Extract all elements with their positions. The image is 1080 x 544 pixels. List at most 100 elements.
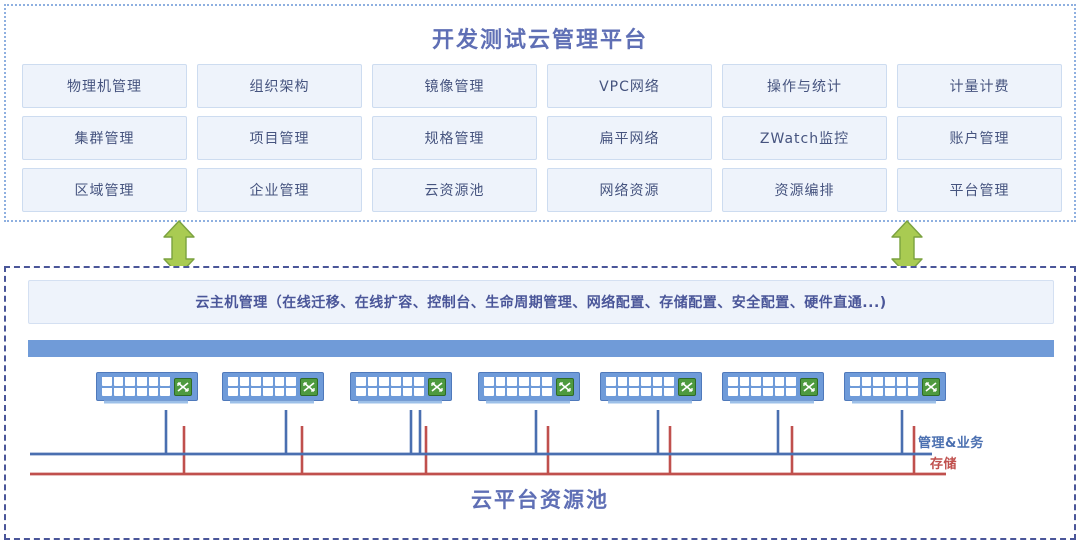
switch-port	[379, 377, 389, 386]
network-switch-icon	[922, 377, 940, 396]
switch-port	[664, 377, 674, 386]
switch-port	[402, 387, 413, 396]
switch-port	[896, 377, 907, 386]
switch-port	[495, 377, 506, 386]
switch-port	[751, 387, 761, 396]
module-cell[interactable]: 计量计费	[897, 64, 1062, 108]
network-switch[interactable]	[96, 372, 198, 401]
module-cell[interactable]: 资源编排	[722, 168, 887, 212]
switch-port	[739, 387, 750, 396]
switch-port	[850, 377, 860, 386]
switch-port	[519, 377, 529, 386]
switch-port	[606, 377, 616, 386]
switch-port	[263, 377, 273, 386]
switch-port	[519, 387, 529, 396]
network-switch-icon	[300, 377, 318, 396]
switch-port	[414, 377, 424, 386]
switch-port	[774, 377, 785, 386]
switch-port	[137, 377, 147, 386]
switch-port	[495, 387, 506, 396]
network-switch[interactable]	[222, 372, 324, 401]
module-cell[interactable]: 物理机管理	[22, 64, 187, 108]
switch-port	[113, 377, 124, 386]
switch-port	[391, 387, 401, 396]
switch-port	[148, 387, 159, 396]
module-cell[interactable]: 区域管理	[22, 168, 187, 212]
switch-port	[606, 387, 616, 396]
switch-port	[885, 387, 895, 396]
network-switch[interactable]	[844, 372, 946, 401]
module-cell[interactable]: 组织架构	[197, 64, 362, 108]
switch-port	[367, 377, 378, 386]
switch-port	[728, 387, 738, 396]
switch-port	[641, 387, 651, 396]
switch-port	[160, 377, 170, 386]
network-switch[interactable]	[350, 372, 452, 401]
module-cell[interactable]: 企业管理	[197, 168, 362, 212]
switch-ports	[850, 377, 918, 396]
switch-port	[274, 387, 285, 396]
module-cell[interactable]: 操作与统计	[722, 64, 887, 108]
switch-port	[652, 387, 663, 396]
pool-title: 云平台资源池	[471, 488, 609, 512]
switch-port	[228, 377, 238, 386]
switch-port	[160, 387, 170, 396]
switch-port	[414, 387, 424, 396]
switch-port	[113, 387, 124, 396]
module-cell[interactable]: 扁平网络	[547, 116, 712, 160]
switch-port	[507, 387, 517, 396]
switch-port	[391, 377, 401, 386]
module-cell[interactable]: 账户管理	[897, 116, 1062, 160]
switch-port	[861, 387, 872, 396]
switch-port	[356, 377, 366, 386]
switch-port	[542, 377, 552, 386]
module-cell[interactable]: 项目管理	[197, 116, 362, 160]
switch-port	[251, 387, 261, 396]
switch-port	[102, 377, 112, 386]
switch-port	[774, 387, 785, 396]
module-cell[interactable]: ZWatch监控	[722, 116, 887, 160]
switch-port	[652, 377, 663, 386]
network-switch[interactable]	[478, 372, 580, 401]
switch-ports	[606, 377, 674, 396]
switch-ports	[728, 377, 796, 396]
virtualization-layer-band	[28, 340, 1054, 357]
module-cell[interactable]: 网络资源	[547, 168, 712, 212]
module-cell[interactable]: 规格管理	[372, 116, 537, 160]
switch-port	[356, 387, 366, 396]
switch-port	[263, 387, 273, 396]
switch-port	[148, 377, 159, 386]
switch-port	[507, 377, 517, 386]
module-cell[interactable]: 平台管理	[897, 168, 1062, 212]
module-cell[interactable]: 云资源池	[372, 168, 537, 212]
switch-port	[763, 377, 773, 386]
network-cabling	[6, 398, 1078, 488]
network-switch[interactable]	[722, 372, 824, 401]
switch-port	[239, 387, 250, 396]
host-management-banner: 云主机管理（在线迁移、在线扩容、控制台、生命周期管理、网络配置、存储配置、安全配…	[28, 280, 1054, 324]
resource-pool-panel: 云主机管理（在线迁移、在线扩容、控制台、生命周期管理、网络配置、存储配置、安全配…	[4, 266, 1076, 540]
switch-port	[786, 387, 796, 396]
switch-ports	[484, 377, 552, 396]
network-switch[interactable]	[600, 372, 702, 401]
module-cell[interactable]: VPC网络	[547, 64, 712, 108]
network-switch-icon	[800, 377, 818, 396]
switch-port	[873, 377, 883, 386]
switch-port	[530, 387, 541, 396]
switch-port	[286, 377, 296, 386]
switch-ports	[228, 377, 296, 396]
switch-port	[484, 387, 494, 396]
switch-port	[908, 377, 918, 386]
switch-port	[484, 377, 494, 386]
switch-port	[850, 387, 860, 396]
switch-port	[379, 387, 389, 396]
management-platform-panel: 开发测试云管理平台 物理机管理 组织架构 镜像管理 VPC网络 操作与统计 计量…	[4, 4, 1076, 222]
module-cell[interactable]: 镜像管理	[372, 64, 537, 108]
switch-port	[861, 377, 872, 386]
switch-port	[530, 377, 541, 386]
switch-port	[102, 387, 112, 396]
module-cell[interactable]: 集群管理	[22, 116, 187, 160]
network-switch-icon	[556, 377, 574, 396]
switch-port	[908, 387, 918, 396]
module-grid: 物理机管理 组织架构 镜像管理 VPC网络 操作与统计 计量计费 集群管理 项目…	[22, 64, 1062, 212]
